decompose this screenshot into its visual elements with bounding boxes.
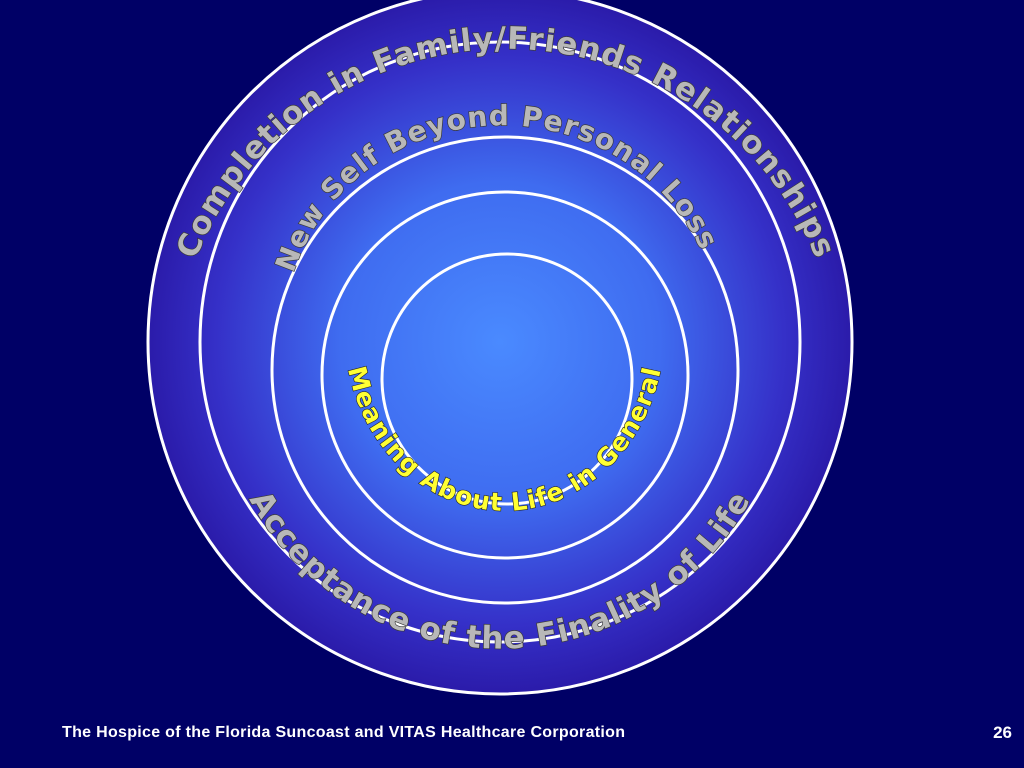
ring-4	[320, 190, 690, 560]
ring-3	[270, 135, 740, 605]
page-number: 26	[993, 723, 1012, 742]
ring-inner	[380, 252, 634, 506]
footer-text: The Hospice of the Florida Suncoast and …	[62, 724, 626, 741]
outer-disc	[146, 0, 854, 696]
ring-2	[198, 40, 802, 644]
